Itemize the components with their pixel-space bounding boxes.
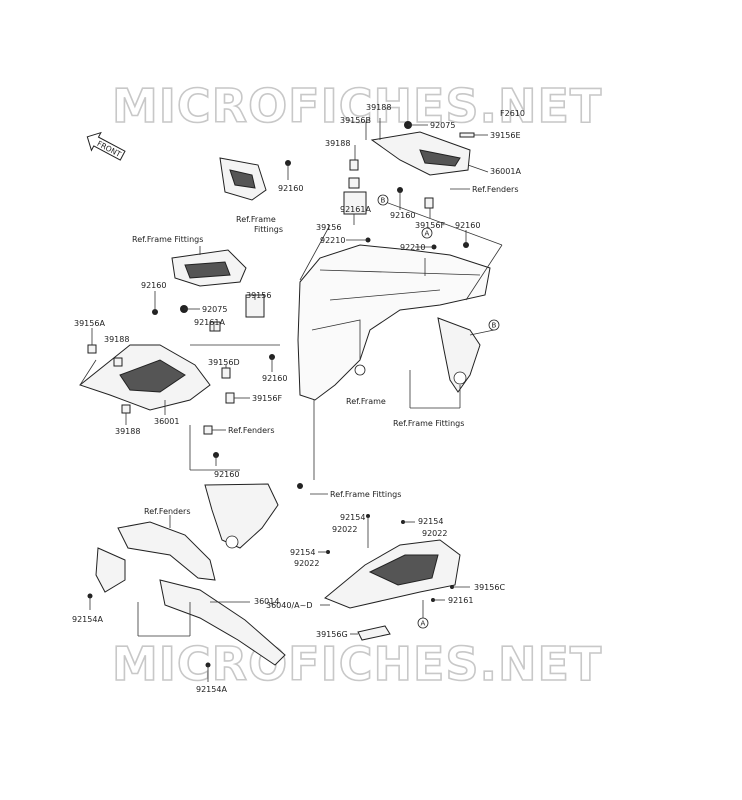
label-92160-a: 92160 [278,184,303,193]
label-ref-frame-fittings-a: Ref.Frame Fittings [236,215,283,234]
pad-39156-b [245,294,265,318]
label-ref-frame: Ref.Frame [346,397,386,406]
label-92161A-a: 92161A [340,205,371,214]
label-92075-a: 92075 [430,121,455,130]
label-ref-fenders-a: Ref.Fenders [472,185,519,194]
watermark-bottom: MICROFICHES.NET [112,637,602,691]
upper-bracket-left-detail [229,169,256,189]
clip-92161A-b [209,321,221,332]
label-39156-b: 39156 [246,291,271,300]
front-arrow-icon: FRONT [86,131,126,161]
clip-39188-d [121,404,131,414]
side-cover-left-inner [119,359,186,393]
label-ref-frame-fittings-a-line2: Fittings [254,225,283,234]
clip-39188-c [113,357,123,367]
clip-39156A [87,344,97,354]
label-92160-c: 92160 [455,221,480,230]
side-bracket-right-hole [453,371,467,385]
label-92160-b: 92160 [390,211,415,220]
rear-fender-36014 [159,579,286,666]
label-39156D: 39156D [208,358,240,367]
label-39156A: 39156A [74,319,105,328]
seat-cowl-top-inner [419,149,461,167]
label-ref-frame-fittings-a-line1: Ref.Frame [236,215,276,224]
part-labels: 39188 39156B 92075 39156E 39188 36001A 9… [72,103,521,694]
clip-39156D [221,367,231,379]
lower-bracket-hole [225,535,239,549]
label-92210-a: 92210 [320,236,345,245]
pad-39156-a [343,191,367,215]
label-39156C: 39156C [474,583,505,592]
label-39188-d: 39188 [115,427,140,436]
main-frame [297,244,491,401]
callout-a-bottom-label: A [421,620,426,628]
label-92022-a: 92022 [332,525,357,534]
label-92154-b: 92154 [418,517,443,526]
label-92154-c: 92154 [290,548,315,557]
watermark-top: MICROFICHES.NET [112,79,602,133]
label-92161: 92161 [448,596,473,605]
callout-b-top-label: B [381,197,386,205]
label-ref-fenders-c: Ref.Fenders [144,507,191,516]
leader-lines [79,118,503,682]
main-frame-detail-2 [329,289,441,301]
pad-39156G [357,625,391,641]
clip-92161A-a [348,177,360,189]
clip-39156E [459,132,475,138]
lower-bracket-center [204,483,279,549]
label-92075-b: 92075 [202,305,227,314]
label-39156E: 39156E [490,131,521,140]
label-36001: 36001 [154,417,179,426]
upper-bracket-left-2-detail [184,261,231,279]
label-ref-frame-fittings-c: Ref.Frame Fittings [393,419,464,428]
label-92160-f: 92160 [214,470,239,479]
diagram-code: F2610 [500,109,525,118]
label-92022-b: 92022 [422,529,447,538]
callout-a-top-label: A [425,230,430,238]
label-92154-a: 92154 [340,513,365,522]
callout-a-top [421,227,433,239]
label-92154A-b: 92154A [196,685,227,694]
front-label: FRONT [96,139,123,159]
label-92022-c: 92022 [294,559,319,568]
label-39188-c: 39188 [104,335,129,344]
ref-frame-grommet [354,364,366,376]
bolt-ref-frame-fittings-d [297,483,303,489]
label-39188-a: 39188 [366,103,391,112]
callout-a-bottom [417,617,429,629]
label-92210-b: 92210 [400,243,425,252]
label-92161A-b: 92161A [194,318,225,327]
clip-39188-b [349,159,359,171]
rear-fender-side [95,547,126,593]
main-frame-detail-1 [319,269,481,276]
label-39156B: 39156B [340,116,371,125]
callout-b-right-label: B [492,322,497,330]
label-92154A-a: 92154A [72,615,103,624]
label-39156-a: 39156 [316,223,341,232]
label-36040: 36040/A~D [266,601,312,610]
label-36001A: 36001A [490,167,521,176]
label-ref-fenders-b: Ref.Fenders [228,426,275,435]
callout-b-right [488,319,500,331]
label-ref-frame-fittings-b: Ref.Frame Fittings [132,235,203,244]
label-92160-d: 92160 [141,281,166,290]
label-92160-e: 92160 [262,374,287,383]
clip-39156F-b [225,392,235,404]
tail-cowl-opening [368,554,439,586]
main-frame-detail-3 [311,319,361,360]
label-39188-b: 39188 [325,139,350,148]
rear-fender-upper [117,521,216,581]
label-39156G: 39156G [316,630,348,639]
label-36014: 36014 [254,597,279,606]
label-39156F-a: 39156F [415,221,445,230]
callout-b-top [377,194,389,206]
clip-ref-fenders-b [203,425,213,435]
label-39156F-b: 39156F [252,394,282,403]
side-bracket-right [437,317,481,393]
clip-39156F-a [424,197,434,209]
label-ref-frame-fittings-d: Ref.Frame Fittings [330,490,401,499]
